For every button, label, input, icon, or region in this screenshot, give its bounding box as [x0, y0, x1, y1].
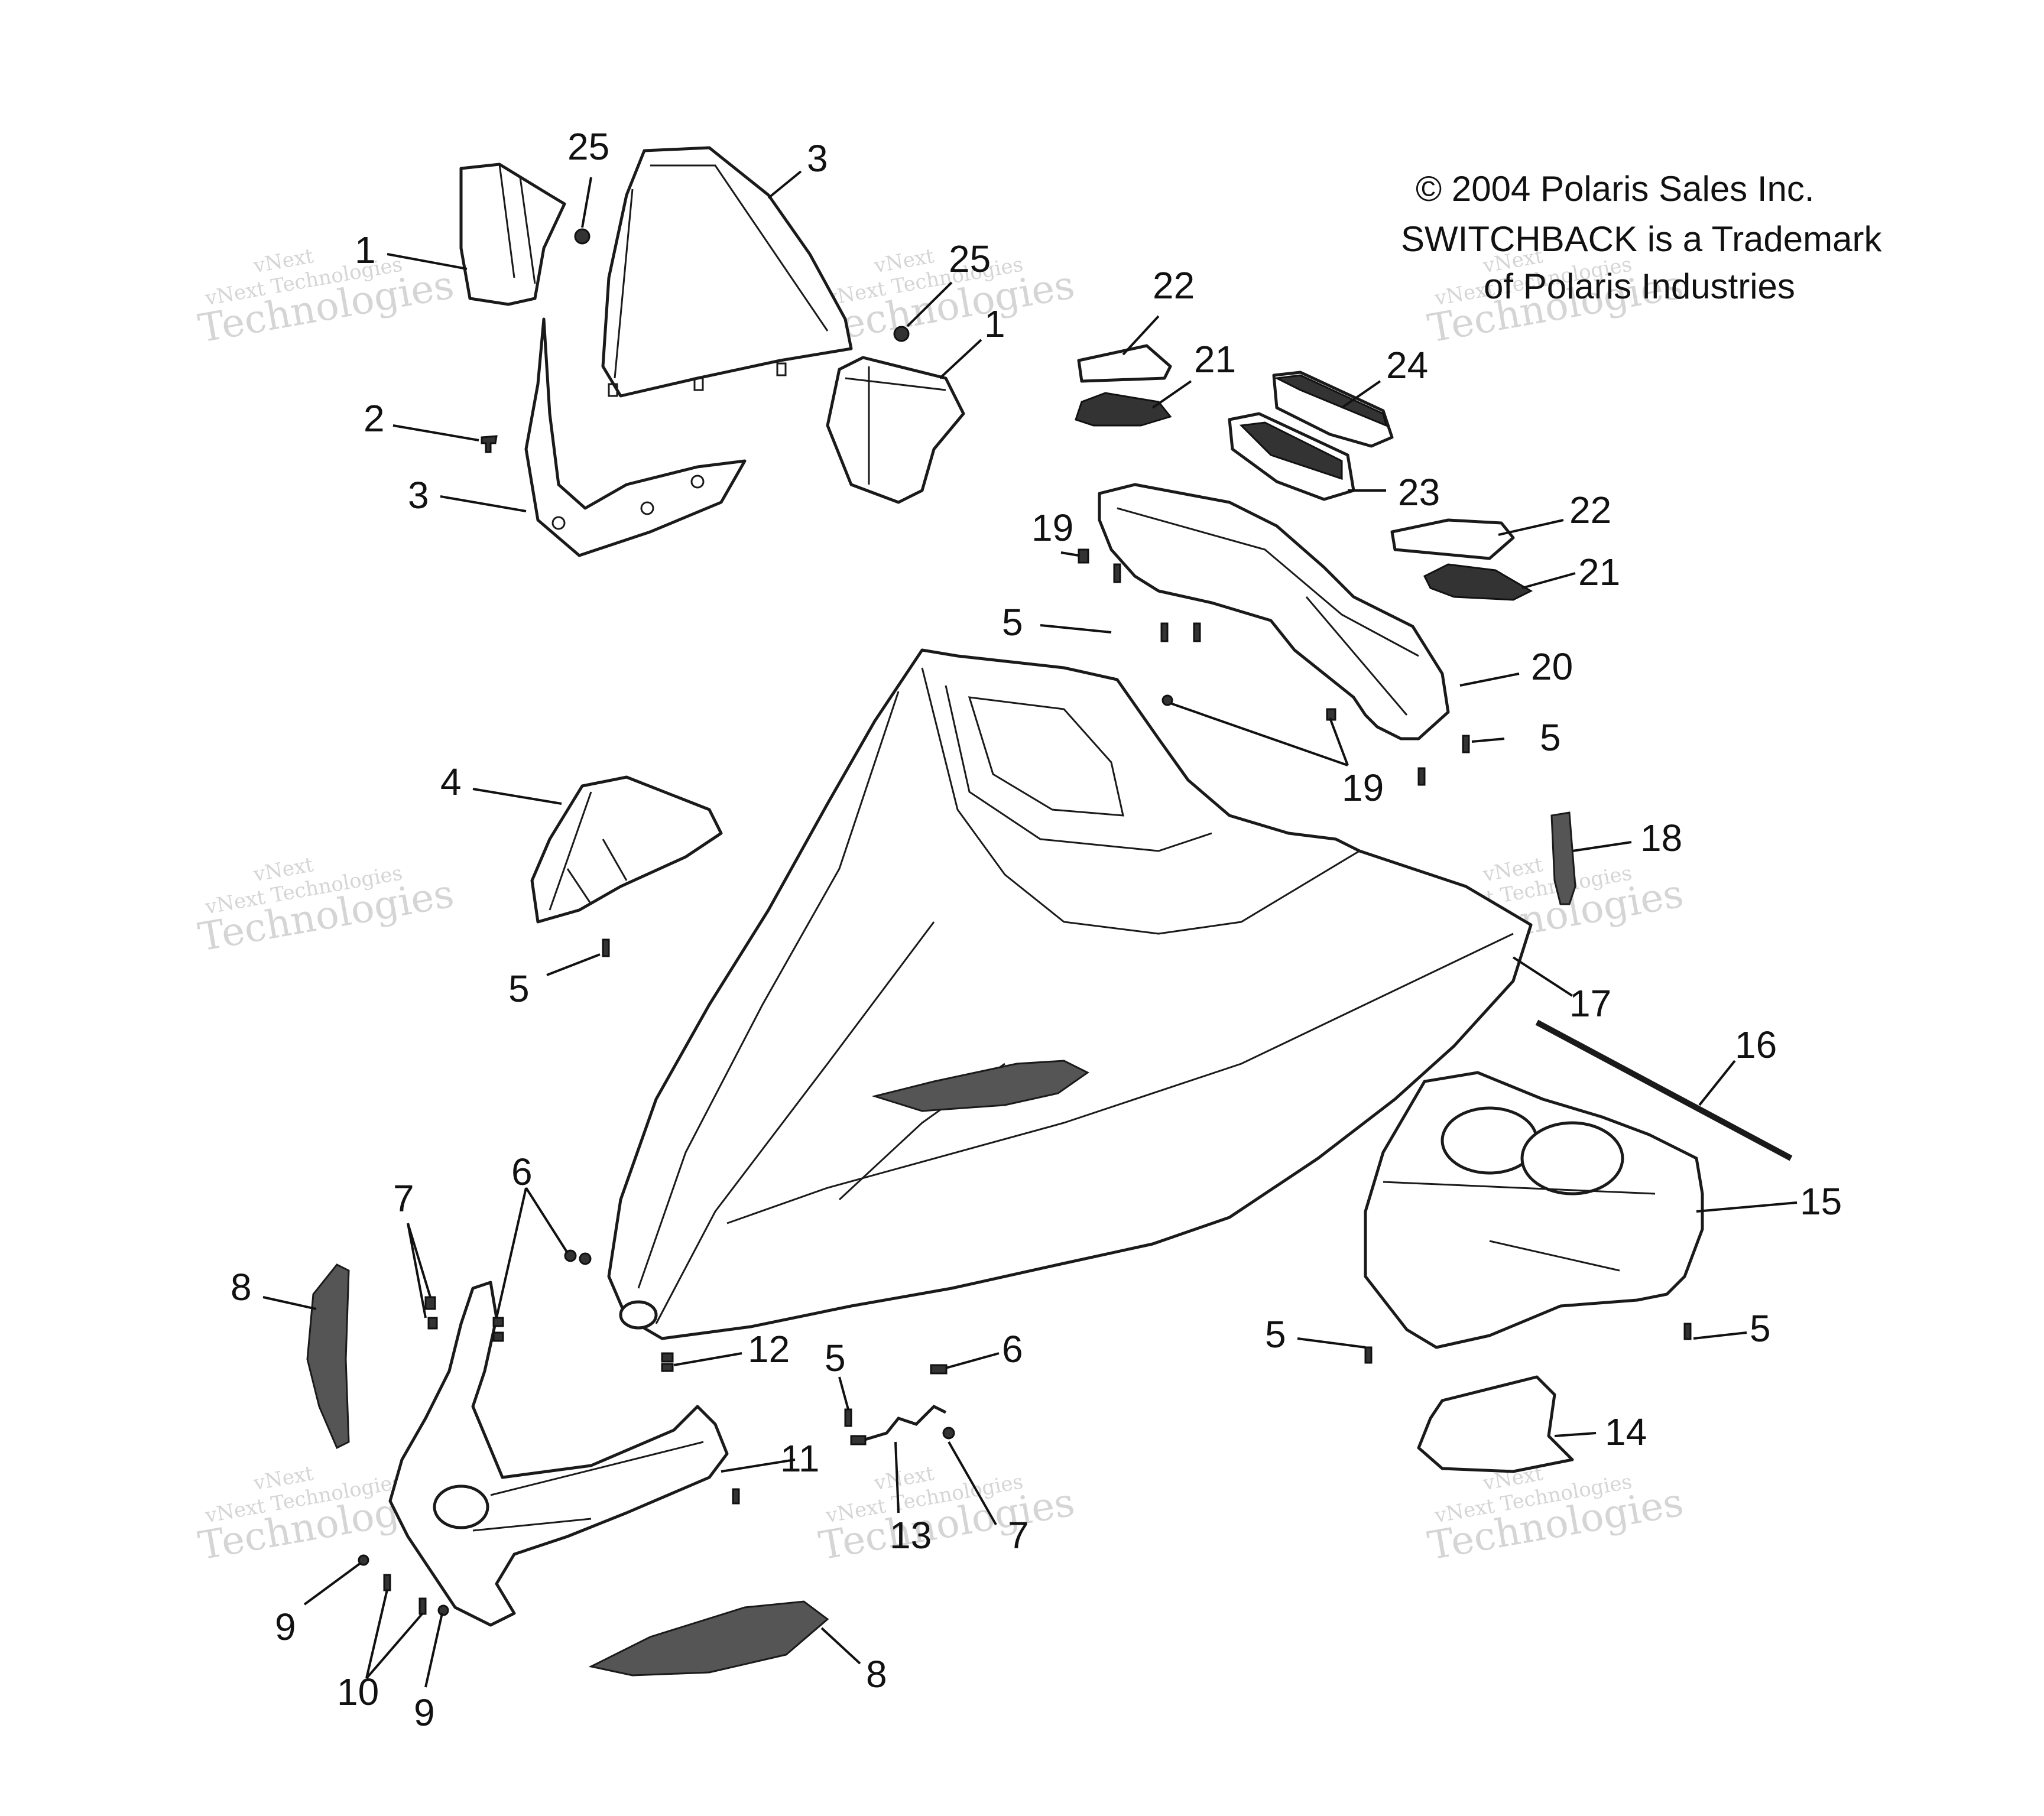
callout-17: 17: [1569, 982, 1611, 1025]
callout-13: 13: [890, 1514, 932, 1557]
part-8-grille-bottom: [588, 1600, 829, 1677]
part-17-hood: [607, 648, 1533, 1340]
callout-15: 15: [1800, 1180, 1842, 1223]
copyright-block: © 2004 Polaris Sales Inc. SWITCHBACK is …: [1401, 169, 1882, 306]
callout-9-left: 9: [275, 1606, 296, 1648]
callout-25-right: 25: [949, 238, 991, 280]
callout-19-upper: 19: [1031, 506, 1073, 549]
callout-9-right: 9: [414, 1691, 435, 1734]
part-21-lower: [1423, 563, 1533, 601]
part-22-lower: [1390, 518, 1515, 560]
callout-5-bottom-right: 5: [1750, 1307, 1771, 1350]
callout-23: 23: [1398, 471, 1440, 514]
part-1-left: [459, 163, 566, 306]
callout-6-left: 6: [511, 1151, 533, 1193]
callout-20: 20: [1531, 645, 1573, 688]
callout-2: 2: [364, 397, 385, 440]
parts-layer: [306, 146, 1793, 1677]
callout-5-dash-right: 5: [1540, 716, 1561, 759]
part-21-upper: [1075, 392, 1172, 427]
part-14-decal: [1417, 1375, 1574, 1473]
callout-5-dash: 5: [1002, 601, 1023, 644]
callout-labels: 1 25 3 25 1 2 3 22 21 24 23 22 21 19 5 2…: [231, 125, 1842, 1734]
part-3-trim: [524, 317, 747, 557]
callout-1-left: 1: [355, 229, 376, 271]
part-24-gauge-lens: [1272, 371, 1394, 448]
part-3-windshield: [601, 146, 853, 398]
part-5-screw-right: [1364, 1323, 1692, 1364]
callout-4: 4: [440, 761, 462, 803]
part-19-clip: [1078, 548, 1336, 721]
part-25-screw: [574, 228, 910, 342]
callout-3-trim: 3: [408, 474, 429, 516]
callout-18: 18: [1640, 817, 1682, 859]
part-5-screw-left: [602, 938, 610, 957]
callout-6-center: 6: [1002, 1328, 1023, 1370]
part-20-dash: [1098, 483, 1450, 740]
copyright-line-2: SWITCHBACK is a Trademark: [1401, 219, 1882, 259]
part-23-gauge: [1228, 412, 1355, 501]
hardware-small: [358, 1249, 955, 1616]
callout-25-left: 25: [567, 125, 609, 168]
part-15-headlight: [1364, 1071, 1704, 1349]
callout-10: 10: [337, 1671, 379, 1713]
callout-7-left: 7: [393, 1177, 414, 1220]
callout-12: 12: [748, 1328, 790, 1370]
callout-5-left: 5: [508, 967, 530, 1010]
callout-21-lower: 21: [1578, 551, 1620, 593]
callout-7-center: 7: [1008, 1514, 1029, 1557]
callout-5-center: 5: [825, 1337, 846, 1379]
callout-22-upper: 22: [1153, 264, 1195, 307]
part-18-vent: [1550, 811, 1576, 905]
callout-24: 24: [1386, 344, 1428, 386]
callout-16: 16: [1735, 1024, 1777, 1066]
copyright-line-1: © 2004 Polaris Sales Inc.: [1416, 169, 1815, 209]
part-11-nose: [388, 1281, 729, 1627]
callout-19-lower: 19: [1342, 766, 1384, 809]
callout-1-right: 1: [984, 303, 1005, 345]
part-8-grille-left: [306, 1263, 350, 1450]
callout-3-top: 3: [807, 137, 828, 180]
leader-lines: [262, 170, 1798, 1688]
part-5-screw: [1113, 563, 1470, 786]
part-2-screw: [481, 435, 498, 453]
callout-11: 11: [780, 1437, 819, 1480]
part-4-side-panel: [530, 775, 723, 924]
part-16-strip: [1535, 1019, 1793, 1161]
callout-8-bottom: 8: [866, 1653, 887, 1695]
part-22-upper: [1077, 344, 1172, 383]
callout-21-upper: 21: [1194, 338, 1236, 381]
copyright-line-3: of Polaris Industries: [1484, 267, 1795, 306]
callout-8-left: 8: [231, 1266, 252, 1308]
callout-14: 14: [1605, 1411, 1647, 1453]
part-1-right: [826, 356, 965, 504]
callout-22-lower: 22: [1569, 489, 1611, 531]
callout-5-bottom-left: 5: [1265, 1313, 1286, 1356]
